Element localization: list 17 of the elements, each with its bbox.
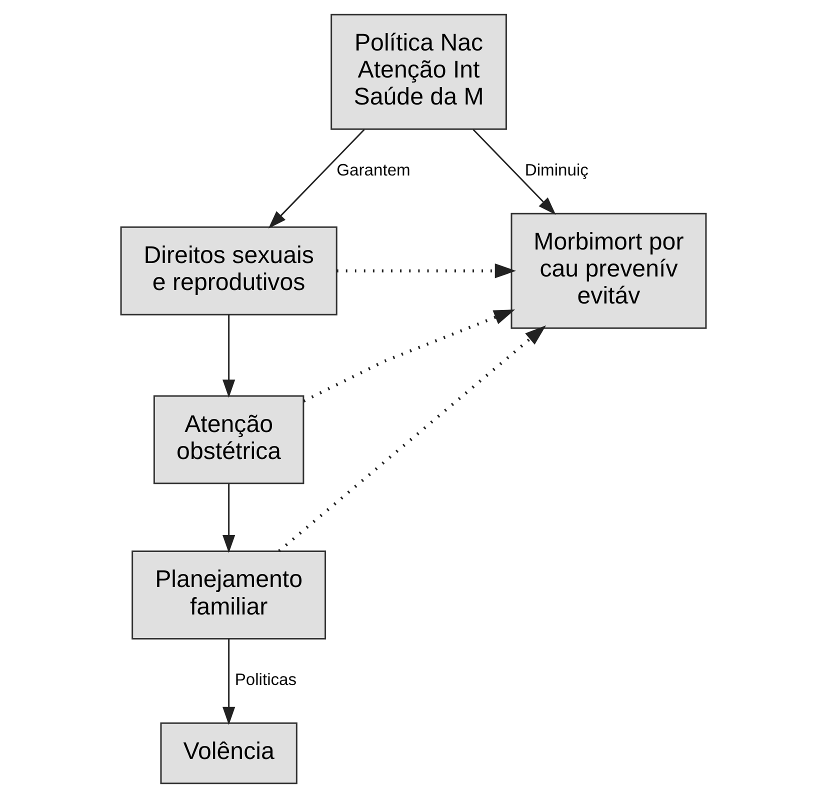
arrow <box>222 484 235 554</box>
arrow <box>336 263 516 278</box>
arrow <box>278 325 546 552</box>
arrow <box>222 638 235 725</box>
node-box: Atenção obstétrica <box>152 395 304 484</box>
arrow <box>222 314 235 398</box>
node-box: Morbimort por cau prevenív evitáv <box>510 212 706 329</box>
arrow <box>472 129 556 215</box>
edge-label: Diminuiç <box>524 160 588 180</box>
node-box: Volência <box>160 722 297 784</box>
node-box: Planejamento familiar <box>131 550 326 640</box>
node-box: Direitos sexuais e reprodutivos <box>120 226 337 316</box>
edge-label: Garantem <box>336 160 410 180</box>
arrow <box>302 309 515 402</box>
arrow <box>268 129 364 229</box>
edge-label: Politicas <box>234 670 296 690</box>
node-box: Política Nac Atenção Int Saúde da M <box>330 14 506 130</box>
